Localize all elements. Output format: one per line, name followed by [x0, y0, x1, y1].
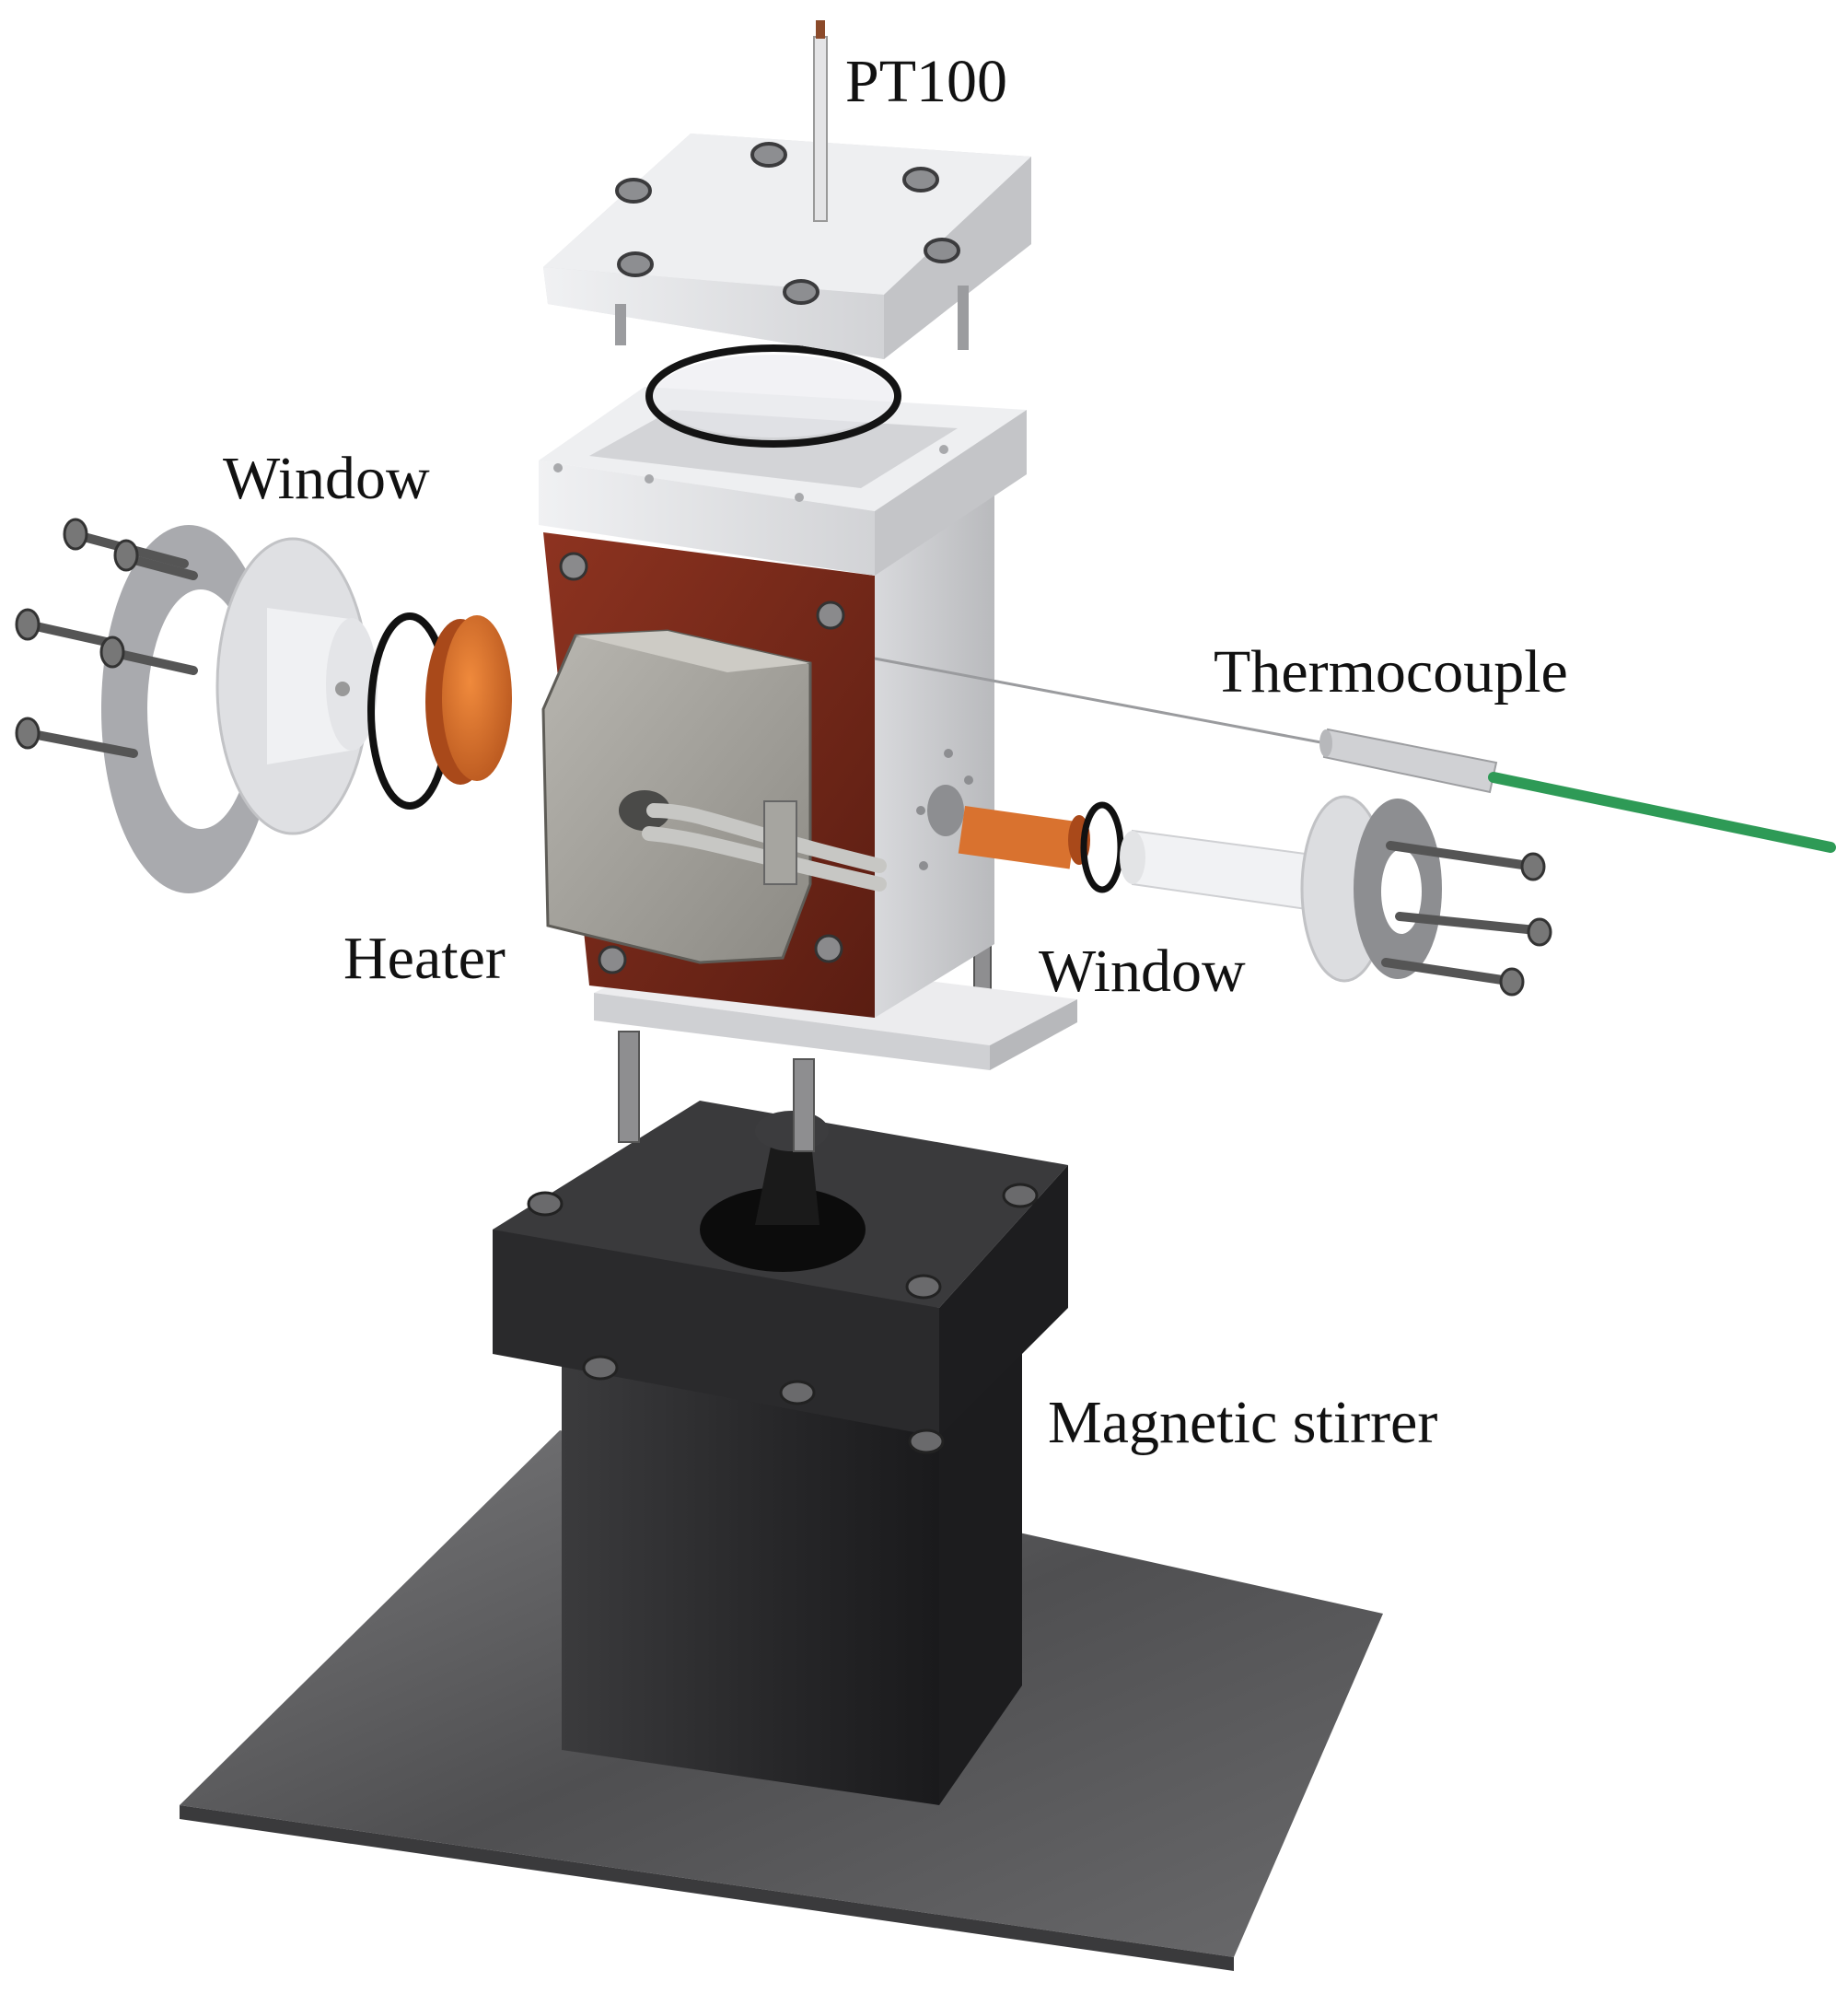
right-window-bolts	[1381, 841, 1540, 985]
upper-block-holes	[553, 445, 948, 502]
top-lid	[543, 134, 1031, 359]
thermocouple	[874, 657, 1836, 853]
thermocouple-wire	[1488, 772, 1836, 853]
stirrer-well	[700, 1187, 866, 1272]
left-window-disk	[425, 615, 512, 785]
heater	[541, 629, 887, 964]
magnetic-stirrer	[493, 1101, 1068, 1805]
right-window-assembly	[958, 795, 1552, 997]
window-left-label: Window	[223, 445, 430, 512]
window-right-label: Window	[1039, 938, 1246, 1005]
left-window-assembly	[15, 518, 512, 893]
heater-port	[619, 790, 670, 831]
right-oring	[1080, 801, 1124, 893]
pt100-probe	[813, 20, 828, 222]
copper-plate-screws	[559, 552, 845, 974]
stirrer-bolts	[527, 1183, 1039, 1454]
top-oring	[645, 344, 901, 448]
thermocouple-sheath	[1319, 728, 1498, 794]
pt100-label: PT100	[845, 48, 1008, 115]
left-flange	[215, 537, 378, 835]
magnetic-stirrer-label: Magnetic stirrer	[1048, 1389, 1438, 1456]
heater-label: Heater	[343, 925, 506, 992]
right-window-tube	[1120, 829, 1327, 914]
heater-tubes	[642, 803, 887, 892]
thermocouple-label: Thermocouple	[1214, 638, 1568, 705]
lid-bolts	[615, 142, 960, 305]
right-gasket	[1354, 799, 1442, 979]
